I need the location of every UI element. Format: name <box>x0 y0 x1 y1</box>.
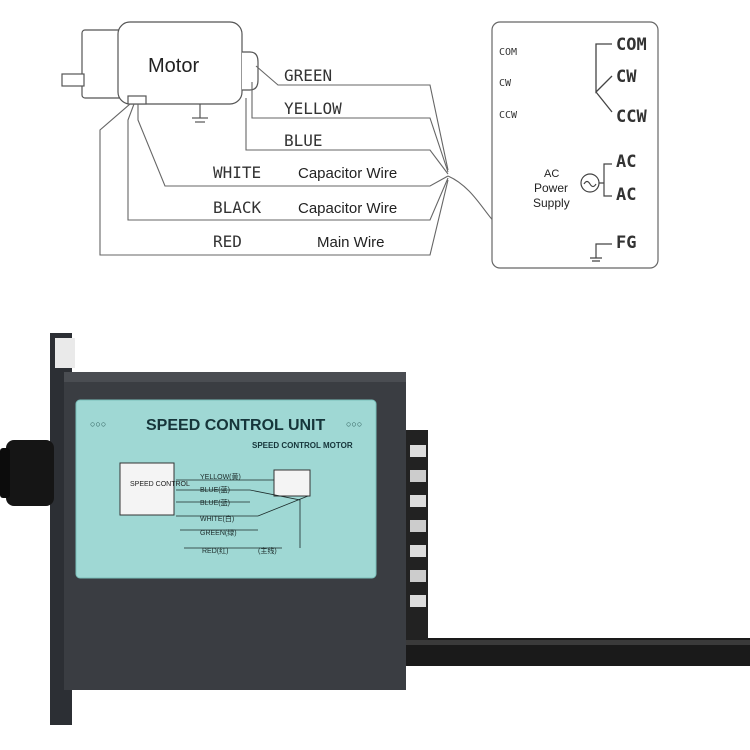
ac-small-label: AC <box>544 168 559 180</box>
switch-left-ccw: CCW <box>499 110 518 121</box>
ground-icon <box>590 243 612 262</box>
mini-note: (主线) <box>258 546 277 555</box>
motor-drawing <box>61 21 259 123</box>
switch-left-com: COM <box>499 47 517 58</box>
wire-label-green: GREEN <box>284 66 332 85</box>
mini-wire-blue-2: BLUE(蓝) <box>200 498 230 507</box>
ac-terminal-2: AC <box>616 185 636 205</box>
svg-text:○○○: ○○○ <box>346 419 362 429</box>
wire-function-red: Main Wire <box>317 234 385 251</box>
wire-label-blue: BLUE <box>284 131 323 150</box>
wire-function-white: Capacitor Wire <box>298 165 397 182</box>
svg-text:○○○: ○○○ <box>90 419 106 429</box>
switch-right-cw: CW <box>616 67 637 87</box>
mini-wire-green: GREEN(绿) <box>200 528 237 537</box>
supply-label: Supply <box>533 196 570 210</box>
wire-label-yellow: YELLOW <box>284 99 342 118</box>
label-subtitle: SPEED CONTROL MOTOR <box>252 441 353 450</box>
mini-wire-yellow: YELLOW(黄) <box>200 472 241 481</box>
switch-right-com: COM <box>616 35 647 55</box>
mini-wire-blue-1: BLUE(蓝) <box>200 485 230 494</box>
product-label <box>75 399 377 579</box>
wire-label-white: WHITE <box>213 163 261 182</box>
mini-control-label: SPEED CONTROL <box>130 481 190 488</box>
wire-label-black: BLACK <box>213 198 262 217</box>
switch-right-ccw: CCW <box>616 107 647 127</box>
power-label: Power <box>534 181 568 195</box>
speed-knob[interactable] <box>6 440 54 506</box>
mini-wire-red: RED(红) <box>202 546 228 555</box>
switch-contacts <box>595 43 613 113</box>
wire-color-labels: GREEN YELLOW BLUE WHITE BLACK RED Capaci… <box>213 66 397 251</box>
label-title: SPEED CONTROL UNIT <box>146 417 326 434</box>
switch-left-cw: CW <box>499 78 512 89</box>
mini-wire-white: WHITE(白) <box>200 514 234 523</box>
motor-label: Motor <box>148 55 199 77</box>
wire-label-red: RED <box>213 232 242 251</box>
mini-motor <box>273 469 311 497</box>
ac-terminal-1: AC <box>616 152 636 172</box>
fg-terminal: FG <box>616 233 636 253</box>
switch-box: COM CW CCW COM CW CCW AC Power Supply AC… <box>491 21 659 269</box>
mini-control-box <box>119 462 175 516</box>
speed-controller-device: ○○○ ○○○ SPEED CONTROL UNIT SPEED CONTROL… <box>0 333 750 725</box>
wire-function-black: Capacitor Wire <box>298 200 397 217</box>
